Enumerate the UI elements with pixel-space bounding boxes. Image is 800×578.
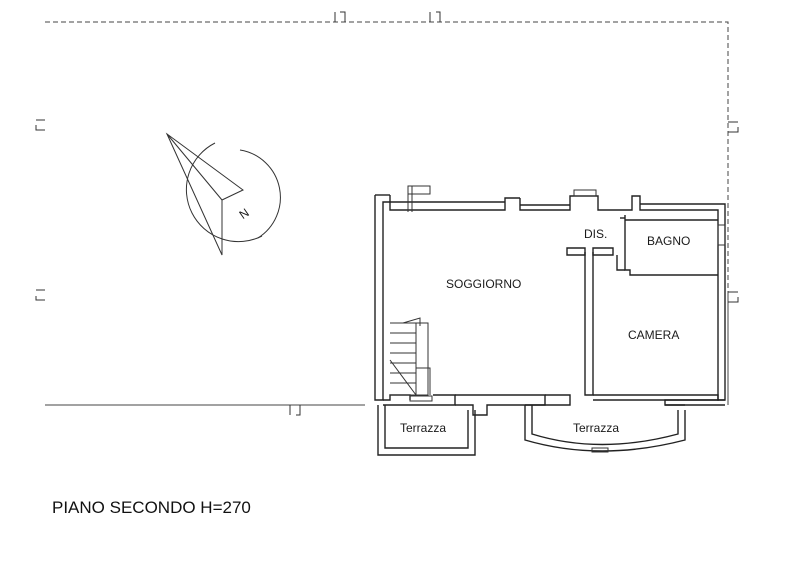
room-label-camera: CAMERA — [628, 328, 679, 342]
room-label-bagno: BAGNO — [647, 234, 690, 248]
terrace-right-outline — [524, 404, 686, 452]
room-label-terrazza-right: Terrazza — [573, 421, 619, 435]
window-north-left — [407, 185, 431, 195]
interior-walls — [566, 215, 719, 401]
terrace-drain — [591, 447, 609, 453]
property-boundary — [45, 21, 729, 406]
staircase — [389, 317, 431, 396]
compass-arrow — [165, 132, 244, 256]
window-north — [573, 189, 597, 197]
room-label-dis: DIS. — [584, 227, 607, 241]
column-mark — [407, 186, 413, 212]
stair-landing — [409, 395, 433, 402]
compass-arrow-spine — [166, 133, 223, 201]
compass-circle — [185, 142, 263, 243]
boundary-ticks — [35, 11, 739, 416]
terrace-left-outline — [377, 405, 476, 456]
bathroom-window — [717, 224, 726, 246]
floor-title: PIANO SECONDO H=270 — [52, 498, 251, 517]
north-label: N — [237, 206, 252, 222]
north-compass — [165, 132, 281, 256]
room-label-terrazza-left: Terrazza — [400, 421, 446, 435]
compass-circle-arc — [239, 149, 281, 239]
room-label-soggiorno: SOGGIORNO — [446, 277, 521, 291]
